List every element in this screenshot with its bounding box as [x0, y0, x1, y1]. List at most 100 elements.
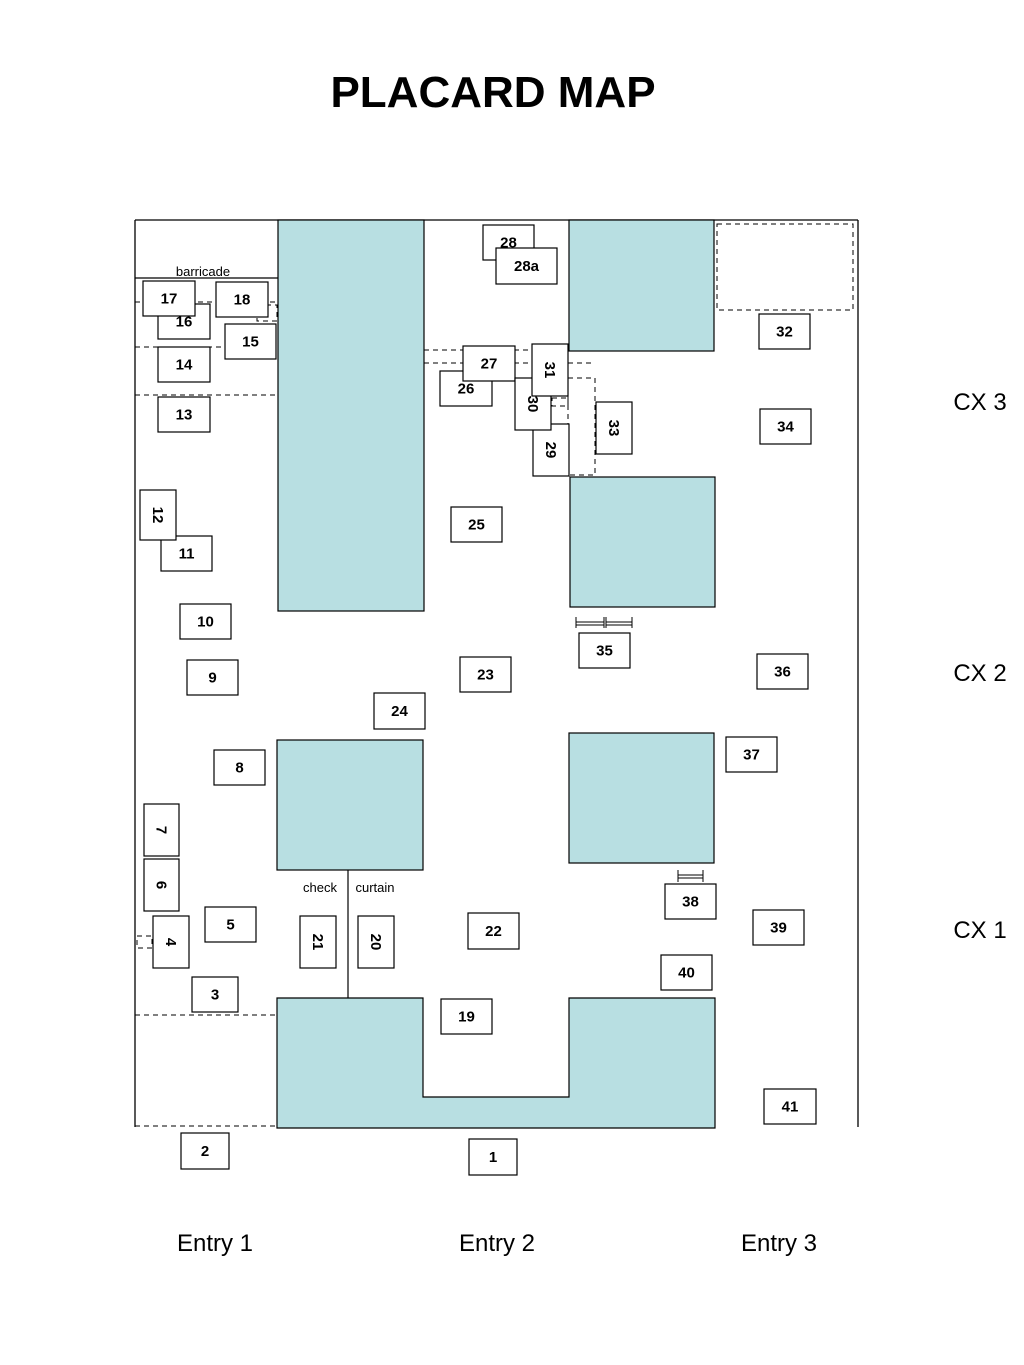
placard-27: 27 — [462, 345, 516, 382]
placard-box — [180, 1132, 230, 1170]
placard-number: 41 — [782, 1099, 799, 1116]
placard-box — [299, 915, 337, 969]
placard-number: 32 — [776, 324, 793, 341]
placard-number: 2 — [201, 1143, 209, 1160]
placard-number: 11 — [179, 546, 195, 563]
placard-11: 11 — [160, 535, 213, 572]
placard-35: 35 — [578, 632, 631, 669]
placard-number: 3 — [211, 987, 219, 1004]
building-outline — [134, 219, 859, 1127]
placard-39: 39 — [752, 909, 805, 946]
placard-number: 6 — [153, 881, 170, 889]
placard-number: 14 — [176, 357, 193, 374]
placard-23: 23 — [459, 656, 512, 693]
placard-box — [139, 489, 177, 541]
placard-box — [357, 915, 395, 969]
placard-number: 19 — [458, 1009, 475, 1026]
placard-number: 29 — [542, 442, 559, 459]
block-bottom-u — [276, 997, 716, 1129]
placard-box — [186, 659, 239, 696]
placard-box — [224, 323, 277, 360]
placard-number: 30 — [524, 396, 541, 413]
placard-28a: 28a — [495, 247, 558, 285]
placard-number: 38 — [682, 894, 699, 911]
placard-number: 40 — [678, 965, 695, 982]
placard-number: 7 — [153, 826, 170, 834]
placard-number: 23 — [477, 667, 494, 684]
placard-5: 5 — [204, 906, 257, 943]
placard-number: 18 — [234, 292, 251, 309]
entry-label-3: Entry 3 — [741, 1230, 817, 1257]
entry-label-2: Entry 2 — [459, 1230, 535, 1257]
placard-box — [143, 858, 180, 912]
placard-number: 28 — [500, 235, 517, 252]
placard-box — [459, 656, 512, 693]
placard-number: 39 — [770, 920, 787, 937]
placard-box — [450, 506, 503, 543]
placard-21: 21 — [299, 915, 337, 969]
placard-box — [531, 343, 569, 397]
placard-number: 37 — [743, 747, 760, 764]
placard-24: 24 — [373, 692, 426, 730]
placard-box — [213, 749, 266, 786]
block-center-right — [568, 732, 715, 864]
placard-box — [758, 313, 811, 350]
placard-number: 24 — [391, 703, 408, 720]
placard-number: 26 — [458, 381, 475, 398]
placard-20: 20 — [357, 915, 395, 969]
placard-number: 36 — [774, 664, 791, 681]
placard-2: 2 — [180, 1132, 230, 1170]
zone-label-cx1: CX 1 — [953, 917, 1006, 944]
placard-number: 5 — [226, 917, 234, 934]
placard-36: 36 — [756, 653, 809, 690]
placard-box — [752, 909, 805, 946]
placard-25: 25 — [450, 506, 503, 543]
placard-box — [191, 976, 239, 1013]
placard-box — [373, 692, 426, 730]
placard-31: 31 — [531, 343, 569, 397]
zone-label-cx2: CX 2 — [953, 660, 1006, 687]
placard-box — [157, 346, 211, 383]
blue-blocks — [276, 219, 716, 1129]
placard-box — [664, 883, 717, 920]
placard-37: 37 — [725, 736, 778, 773]
placard-19: 19 — [440, 998, 493, 1035]
placard-13: 13 — [157, 396, 211, 433]
page-title: PLACARD MAP — [330, 68, 655, 117]
placard-number: 20 — [367, 934, 384, 951]
block-middle-right — [569, 476, 716, 608]
placard-number: 16 — [176, 314, 193, 331]
placard-number: 17 — [161, 291, 178, 308]
placard-32: 32 — [758, 313, 811, 350]
barrier-symbols — [575, 617, 704, 882]
placard-box — [215, 281, 269, 318]
placard-box — [467, 912, 520, 950]
placard-box — [763, 1088, 817, 1125]
placard-22: 22 — [467, 912, 520, 950]
placard-29: 29 — [532, 423, 570, 477]
placard-9: 9 — [186, 659, 239, 696]
placard-number: 35 — [596, 643, 613, 660]
check-label: check — [303, 880, 337, 895]
placard-number: 1 — [489, 1149, 497, 1166]
placard-38: 38 — [664, 883, 717, 920]
curtain-label: curtain — [355, 880, 394, 895]
placard-box — [179, 603, 232, 640]
placard-6: 6 — [143, 858, 180, 912]
placard-34: 34 — [759, 408, 812, 445]
placard-number: 13 — [176, 407, 193, 424]
block-top-right — [568, 219, 715, 352]
placard-number: 33 — [605, 420, 622, 437]
placard-number: 22 — [485, 923, 502, 940]
placard-box — [143, 803, 180, 857]
placard-number: 12 — [149, 507, 166, 524]
placard-41: 41 — [763, 1088, 817, 1125]
placard-number: 10 — [197, 614, 214, 631]
placard-box — [759, 408, 812, 445]
placard-box — [578, 632, 631, 669]
placard-number: 25 — [468, 517, 485, 534]
placard-18: 18 — [215, 281, 269, 318]
placard-12: 12 — [139, 489, 177, 541]
placard-box — [440, 998, 493, 1035]
